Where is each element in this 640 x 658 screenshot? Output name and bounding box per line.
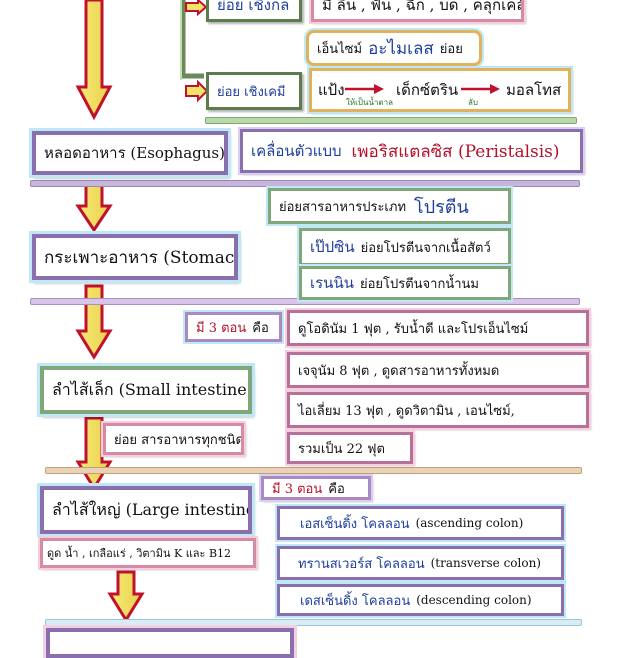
small-sections-box: มี 3 ตอน คือ [185, 312, 282, 342]
enzyme-prefix: เอ็นไซม์ [317, 41, 363, 57]
descending-colon-en: (descending colon) [416, 593, 532, 607]
duodenum-text: ดูโอดินัม 1 ฟุต , รับน้ำดี และโปรเอ็นไซม… [298, 321, 529, 337]
section-divider [45, 467, 582, 474]
bracket-connector [180, 0, 204, 79]
ascending-colon-en: (ascending colon) [415, 516, 524, 530]
jejunum-box: เจจุนัม 8 ฟุต , ดูดสารอาหารทั้งหมด [287, 352, 589, 388]
ileum-box: ไอเลี่ยม 13 ฟุต , ดูดวิตามิน , เอนไซม์, [287, 392, 589, 428]
maltose-label: มอลโทส [506, 81, 562, 99]
digest-all-text: ย่อย สารอาหารทุกชนิด [114, 432, 244, 448]
pepsin-desc: ย่อยโปรตีนจากเนื้อสัตว์ [360, 240, 491, 256]
absorb-text: ดูด น้ำ , เกลือแร่ , วิตามิน K และ B12 [47, 547, 232, 560]
small-intestine-label: ลำไส้เล็ก (Small intestine) [52, 379, 252, 399]
peristalsis-box: เคลื่อนตัวแบบ เพอริสแตลซิส (Peristalsis) [240, 129, 583, 173]
section-divider [45, 619, 582, 626]
small-sections-prefix: มี 3 ตอน [196, 320, 247, 336]
large-intestine-label: ลำไส้ใหญ่ (Large intestine) [52, 499, 252, 519]
large-sections-suffix: คือ [328, 481, 345, 497]
stomach-label: กระเพาะอาหาร (Stomach) [44, 247, 238, 268]
starch-reaction-box [309, 68, 571, 112]
large-intestine-box: ลำไส้ใหญ่ (Large intestine) [40, 486, 252, 534]
ascending-colon-box: เอสเซ็นดิ้ง โคลลอน (ascending colon) [277, 506, 564, 540]
next-organ-box [46, 628, 294, 658]
enzyme-suffix: ย่อย [439, 41, 463, 57]
mechanical-digestion-label: ย่อย เชิงกล [217, 0, 290, 14]
enzyme-name: อะไมเลส [368, 38, 434, 59]
teeth-function-box: มี ลิ้น , ฟัน , ฉีก , บด , คลุกเคล้า [311, 0, 524, 22]
pepsin-name: เป๊ปซิน [310, 238, 355, 256]
large-sections-prefix: มี 3 ตอน [272, 481, 323, 497]
jejunum-text: เจจุนัม 8 ฟุต , ดูดสารอาหารทั้งหมด [298, 363, 500, 379]
absorb-box: ดูด น้ำ , เกลือแร่ , วิตามิน K และ B12 [40, 538, 256, 568]
small-intestine-box: ลำไส้เล็ก (Small intestine) [40, 366, 252, 414]
protein-label: โปรตีน [414, 196, 469, 218]
rennin-desc: ย่อยโปรตีนจากน้ำนม [359, 276, 479, 292]
down-arrow-icon [107, 570, 145, 623]
esophagus-label: หลอดอาหาร (Esophagus) [44, 144, 225, 162]
peristalsis-name: เพอริสแตลซิส (Peristalsis) [351, 141, 560, 162]
large-sections-box: มี 3 ตอน คือ [261, 476, 371, 500]
starch-label: แป้ง [318, 81, 345, 99]
taste-note: ลับ [468, 98, 478, 107]
ileum-text: ไอเลี่ยม 13 ฟุต , ดูดวิตามิน , เอนไซม์, [298, 403, 515, 419]
total-length-text: รวมเป็น 22 ฟุต [298, 441, 385, 457]
enzyme-box: เอ็นไซม์ อะไมเลส ย่อย [306, 30, 482, 66]
peristalsis-prefix: เคลื่อนตัวแบบ [251, 142, 342, 160]
chemical-digestion-label: ย่อย เชิงเคมี [217, 84, 286, 100]
ascending-colon-th: เอสเซ็นดิ้ง โคลลอน [300, 516, 410, 532]
protein-digest-prefix: ย่อยสารอาหารประเภท [279, 199, 407, 215]
transverse-colon-th: ทรานสเวอร์ส โคลลอน [298, 556, 425, 572]
esophagus-box: หลอดอาหาร (Esophagus) [32, 131, 228, 175]
sugar-note: ให้เป็นน้ำตาล [346, 98, 394, 107]
protein-digest-box: ย่อยสารอาหารประเภท โปรตีน [268, 188, 511, 224]
section-divider [30, 180, 580, 187]
dextrin-label: เด็กซ์ตริน [396, 81, 459, 99]
down-arrow-icon [75, 0, 113, 121]
down-arrow-icon [75, 181, 113, 233]
mechanical-digestion-box: ย่อย เชิงกล [206, 0, 302, 22]
reaction-arrow-icon [345, 84, 384, 94]
descending-colon-th: เดสเซ็นดิ้ง โคลลอน [300, 593, 411, 609]
teeth-function-text: มี ลิ้น , ฟัน , ฉีก , บด , คลุกเคล้า [322, 0, 524, 14]
chemical-digestion-box: ย่อย เชิงเคมี [206, 72, 302, 110]
reaction-arrow-icon [461, 84, 500, 94]
rennin-name: เรนนิน [310, 274, 354, 292]
transverse-colon-en: (transverse colon) [430, 556, 541, 570]
rennin-box: เรนนิน ย่อยโปรตีนจากน้ำนม [299, 266, 511, 300]
transverse-colon-box: ทรานสเวอร์ส โคลลอน (transverse colon) [277, 546, 564, 580]
duodenum-box: ดูโอดินัม 1 ฟุต , รับน้ำดี และโปรเอ็นไซม… [287, 310, 589, 346]
descending-colon-box: เดสเซ็นดิ้ง โคลลอน (descending colon) [277, 584, 564, 616]
stomach-box: กระเพาะอาหาร (Stomach) [32, 234, 238, 280]
digest-all-box: ย่อย สารอาหารทุกชนิด [103, 423, 244, 455]
total-length-box: รวมเป็น 22 ฟุต [287, 432, 413, 464]
small-sections-suffix: คือ [252, 320, 269, 336]
section-divider [205, 117, 577, 124]
arrow-right-icon [185, 79, 209, 103]
down-arrow-icon [75, 284, 113, 360]
arrow-right-icon [185, 0, 208, 17]
pepsin-box: เป๊ปซิน ย่อยโปรตีนจากเนื้อสัตว์ [299, 228, 511, 266]
